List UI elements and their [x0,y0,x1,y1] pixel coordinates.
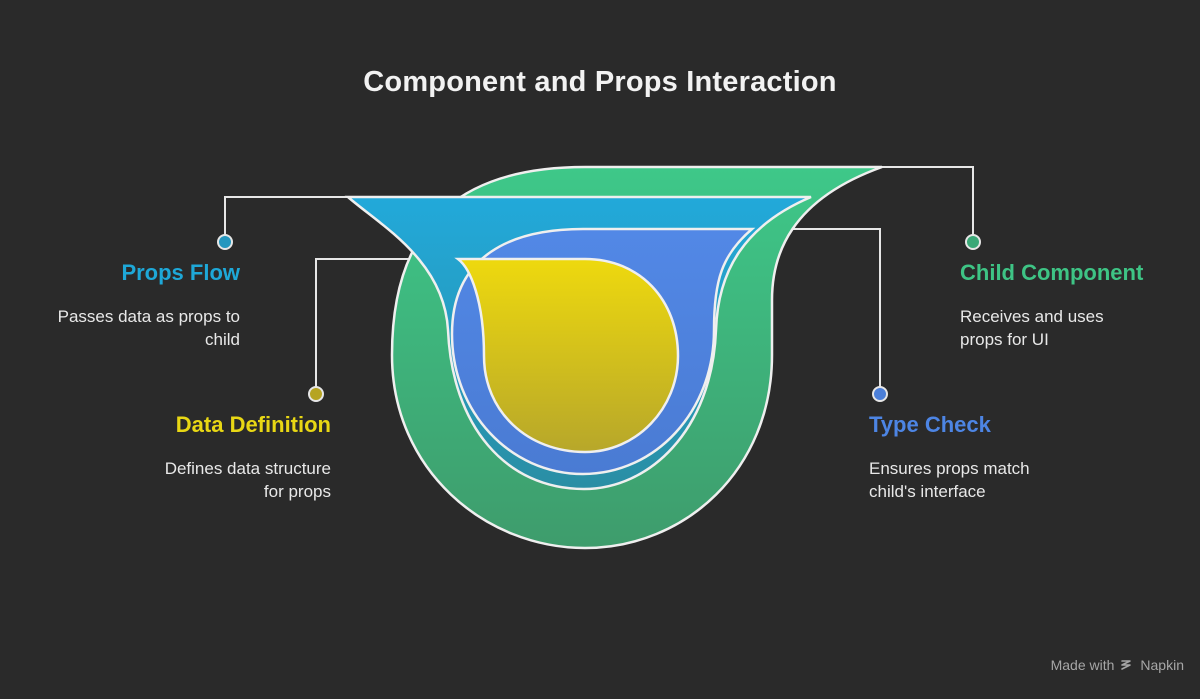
type-check-description-line: child's interface [869,482,986,501]
page-title: Component and Props Interaction [363,66,837,98]
props-flow-label: Props Flow [121,260,240,285]
data-definition-description-line: for props [263,482,331,501]
dot-data-definition [308,386,324,402]
child-component-description: Receives and uses props for UI [960,305,1180,351]
child-component-description-line: Receives and uses [960,307,1104,326]
data-definition-label: Data Definition [175,412,331,437]
data-definition-description: Defines data structure for props [91,457,331,503]
napkin-brand-text: Napkin [1140,657,1184,673]
shape-data-definition [454,257,680,454]
napkin-logo-icon [1120,658,1134,672]
connector-child-component [880,166,974,242]
child-component-label: Child Component [960,260,1144,285]
type-check-description: Ensures props match child's interface [869,457,1109,503]
props-flow-description-line: child [205,330,240,349]
type-check-label: Type Check [869,412,991,437]
dot-type-check [872,386,888,402]
dot-child-component [965,234,981,250]
made-with-napkin[interactable]: Made with Napkin [1051,657,1184,673]
props-flow-description: Passes data as props to child [0,305,240,351]
child-component-description-line: props for UI [960,330,1049,349]
data-definition-description-line: Defines data structure [164,459,331,478]
made-with-text: Made with [1050,657,1115,673]
type-check-description-line: Ensures props match [869,459,1030,478]
props-flow-description-line: Passes data as props to [57,307,240,326]
dot-props-flow [217,234,233,250]
connector-props-flow [224,196,350,242]
